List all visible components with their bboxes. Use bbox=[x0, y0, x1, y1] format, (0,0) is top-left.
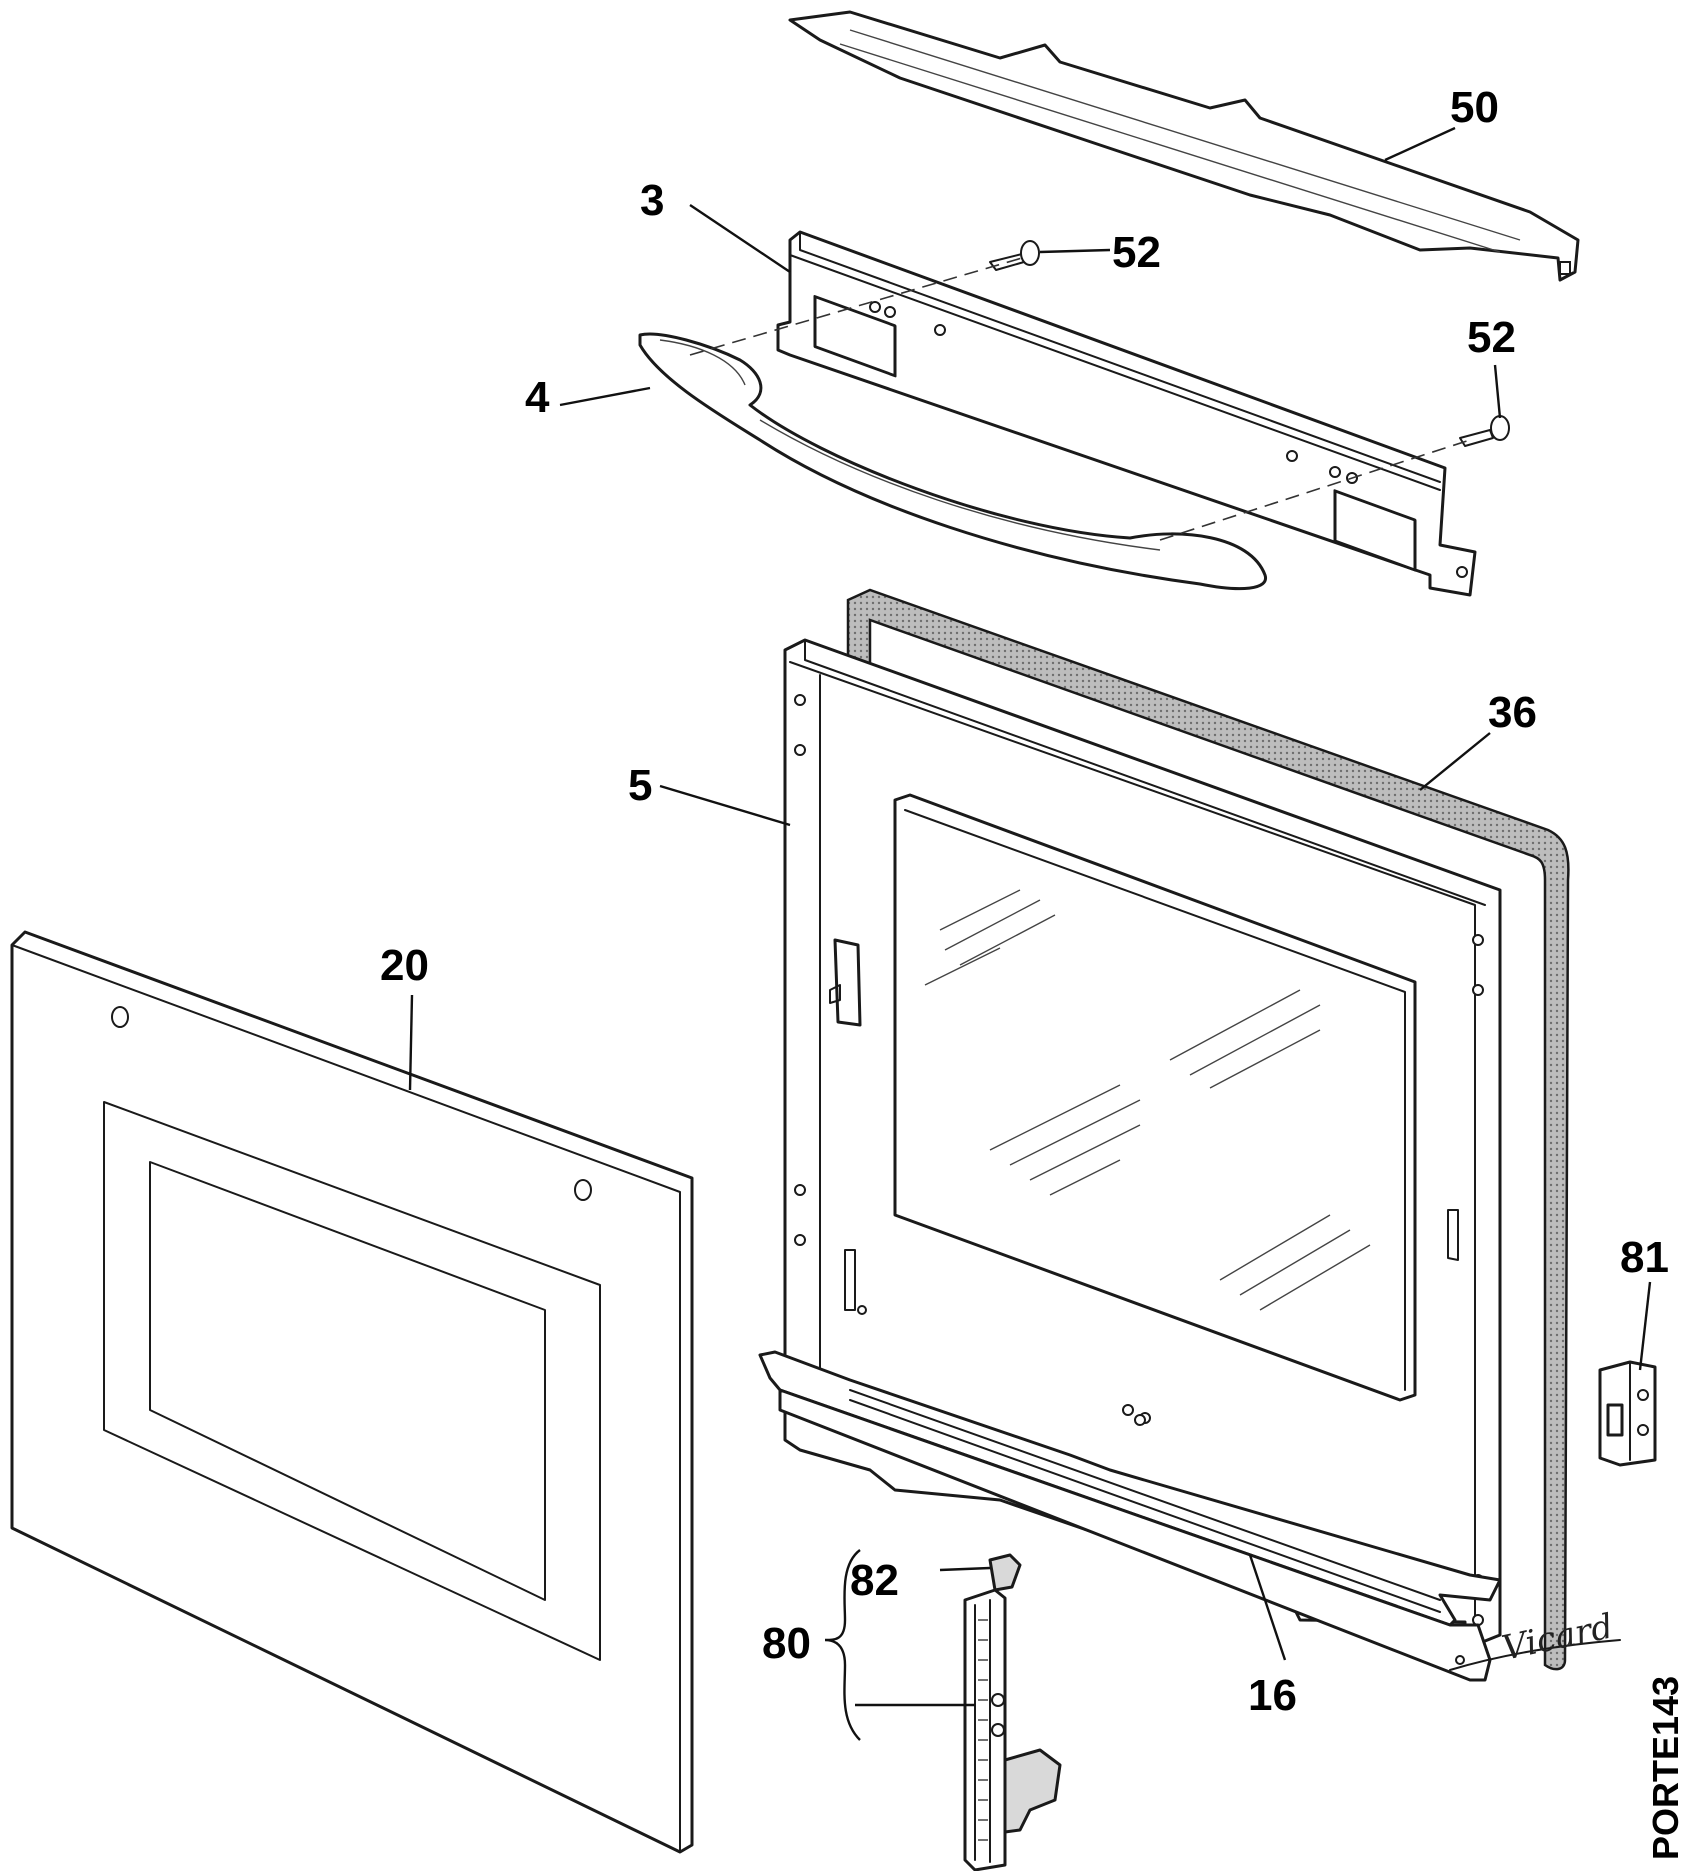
leader-36 bbox=[1419, 732, 1491, 791]
callout-4: 4 bbox=[525, 373, 550, 422]
callout-82: 82 bbox=[850, 1556, 899, 1605]
part-3-handle-bracket bbox=[776, 230, 1477, 597]
part-50-top-trim bbox=[788, 10, 1580, 282]
brace-80 bbox=[824, 1549, 861, 1741]
part-52-screw-upper bbox=[989, 240, 1040, 271]
callout-16: 16 bbox=[1248, 1671, 1297, 1720]
leader-50 bbox=[1384, 126, 1456, 162]
part-80-hinge-assembly bbox=[963, 1588, 1062, 1871]
leader-82 bbox=[939, 1566, 991, 1572]
alignment-line-lower bbox=[1159, 439, 1471, 541]
part-36-door-gasket bbox=[846, 588, 1570, 1671]
leader-5 bbox=[659, 784, 791, 827]
leader-16 bbox=[1248, 1554, 1287, 1661]
leader-52a bbox=[1039, 248, 1111, 254]
leader-4 bbox=[559, 386, 651, 407]
part-52-screw-lower bbox=[1459, 415, 1510, 447]
leader-20 bbox=[408, 994, 414, 1091]
leader-81 bbox=[1638, 1281, 1652, 1371]
callout-36: 36 bbox=[1488, 688, 1537, 737]
leader-52b bbox=[1493, 364, 1502, 419]
part-4-handle bbox=[638, 332, 1267, 591]
part-82-clip bbox=[988, 1553, 1022, 1592]
callout-5: 5 bbox=[628, 761, 652, 810]
part-20-outer-glass-panel bbox=[10, 930, 694, 1854]
part-81-hinge-cover bbox=[1598, 1360, 1657, 1467]
callout-3: 3 bbox=[640, 176, 664, 225]
callout-52-lower: 52 bbox=[1467, 313, 1516, 362]
callout-80: 80 bbox=[762, 1619, 811, 1668]
part-16-bottom-rail bbox=[758, 1350, 1502, 1682]
drawing-code: PORTE143 bbox=[1645, 1676, 1686, 1860]
callout-81: 81 bbox=[1620, 1233, 1669, 1282]
callout-20: 20 bbox=[380, 941, 429, 990]
callout-50: 50 bbox=[1450, 83, 1499, 132]
alignment-line-upper bbox=[689, 257, 1023, 356]
leader-3 bbox=[689, 204, 791, 273]
callout-52-upper: 52 bbox=[1112, 228, 1161, 277]
